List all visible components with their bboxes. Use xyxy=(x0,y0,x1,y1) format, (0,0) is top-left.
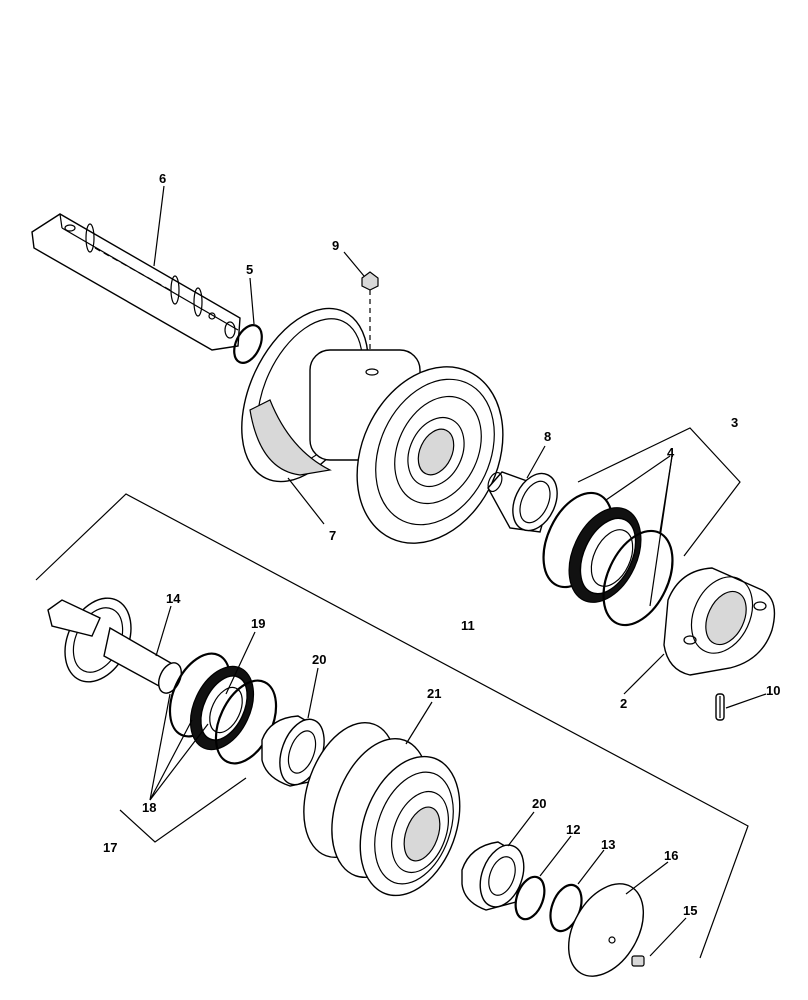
leader-lines xyxy=(149,185,767,957)
label-7: 7 xyxy=(329,528,336,543)
seal-group-part xyxy=(542,491,674,627)
bushing-part xyxy=(487,471,558,533)
end-collar-part xyxy=(663,567,776,676)
label-12: 12 xyxy=(566,822,580,837)
label-6: 6 xyxy=(159,171,166,186)
label-5: 5 xyxy=(246,262,253,277)
pin-part xyxy=(715,693,725,721)
label-18: 18 xyxy=(142,800,156,815)
label-15: 15 xyxy=(683,903,697,918)
label-17: 17 xyxy=(103,840,117,855)
roller-body-part xyxy=(241,307,504,544)
part-number-labels: 6 5 9 7 8 4 3 2 10 14 19 11 20 21 18 17 … xyxy=(103,171,780,918)
label-14: 14 xyxy=(166,591,181,606)
plug-part xyxy=(361,271,379,372)
roller-part xyxy=(303,721,461,897)
label-19: 19 xyxy=(251,616,265,631)
label-20-upper: 20 xyxy=(312,652,326,667)
lower-seal-group-part xyxy=(168,652,278,765)
label-10: 10 xyxy=(766,683,780,698)
label-3: 3 xyxy=(731,415,738,430)
label-11: 11 xyxy=(461,618,475,633)
label-2: 2 xyxy=(620,696,627,711)
shaft-part xyxy=(31,213,241,351)
group-bracket-lines xyxy=(35,427,749,959)
o-ring-part xyxy=(233,324,263,364)
washer-part xyxy=(514,875,546,921)
cover-part xyxy=(567,883,645,977)
label-20-lower: 20 xyxy=(532,796,546,811)
bearing-lower-part xyxy=(461,841,525,911)
label-21: 21 xyxy=(427,686,441,701)
label-8: 8 xyxy=(544,429,551,444)
plug-screw-part xyxy=(631,955,645,967)
label-13: 13 xyxy=(601,837,615,852)
label-9: 9 xyxy=(332,238,339,253)
label-16: 16 xyxy=(664,848,678,863)
stub-shaft-part xyxy=(47,597,183,694)
label-4: 4 xyxy=(667,445,675,460)
